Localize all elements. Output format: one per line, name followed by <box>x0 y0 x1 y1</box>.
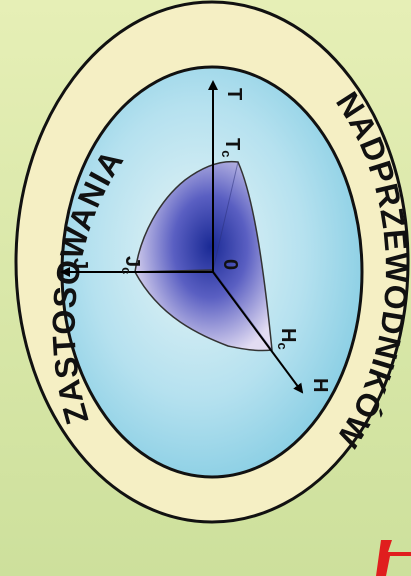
h-axis <box>212 271 304 394</box>
jc-label: Jc <box>119 256 143 274</box>
h-axis-label: H <box>309 378 331 392</box>
t-axis-label: T <box>223 88 245 100</box>
blob-seam-t <box>212 161 239 271</box>
hc-label: Hc <box>275 328 299 350</box>
j-axis-label: J <box>69 258 91 269</box>
tc-label: Tc <box>219 138 243 157</box>
origin-label: 0 <box>219 259 241 270</box>
red-corner-mark <box>376 540 411 576</box>
